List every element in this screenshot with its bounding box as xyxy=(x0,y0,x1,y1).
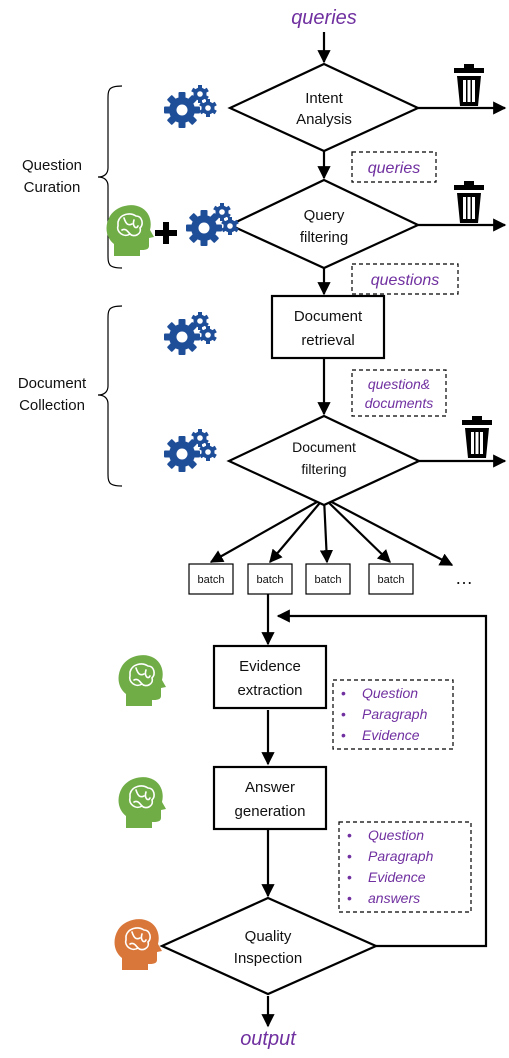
batch-label-4: batch xyxy=(378,574,405,586)
batch-label-3: batch xyxy=(315,574,342,586)
document-filtering-line1: Document xyxy=(292,439,356,455)
question-curation-brace xyxy=(97,85,123,269)
plus-icon xyxy=(155,222,177,244)
evidence-extraction-line2: extraction xyxy=(237,682,302,699)
answer-list: • Question • Paragraph • Evidence • answ… xyxy=(338,821,472,913)
edge-feedback-loop xyxy=(276,609,488,948)
edge-batch-1 xyxy=(209,497,325,563)
human-brain-icon xyxy=(113,918,163,971)
batch-row: batch batch batch batch … xyxy=(188,563,473,595)
document-retrieval-line2: retrieval xyxy=(301,332,354,349)
intent-analysis-node: Intent Analysis xyxy=(227,62,421,153)
answer-list-item-4: answers xyxy=(368,890,420,906)
answer-list-item-1: Question xyxy=(368,827,424,843)
edge-label-question-documents-line1: question& xyxy=(368,376,430,392)
answer-list-item-3: Evidence xyxy=(368,869,426,885)
document-collection-label-line2: Collection xyxy=(19,397,85,414)
answer-generation-line2: generation xyxy=(235,803,306,820)
svg-text:•: • xyxy=(347,827,352,843)
query-filtering-node: Query filtering xyxy=(227,178,421,270)
document-filtering-node: Document filtering xyxy=(226,414,422,507)
answer-list-item-2: Paragraph xyxy=(368,848,434,864)
edge-batch-2 xyxy=(269,497,325,564)
quality-inspection-line1: Quality xyxy=(245,928,292,945)
edge-label-questions-text: questions xyxy=(371,272,440,289)
quality-inspection-line2: Inspection xyxy=(234,950,302,967)
svg-text:•: • xyxy=(347,890,352,906)
edge-label-questions: questions xyxy=(351,263,459,295)
document-collection-brace xyxy=(97,305,123,487)
document-retrieval-node: Document retrieval xyxy=(270,294,386,360)
document-filtering-line2: filtering xyxy=(301,461,346,477)
svg-text:•: • xyxy=(341,706,346,722)
svg-text:•: • xyxy=(347,848,352,864)
answer-generation-line1: Answer xyxy=(245,779,295,796)
batch-more: … xyxy=(455,568,473,588)
input-label: queries xyxy=(291,7,357,29)
intent-analysis-line2: Analysis xyxy=(296,111,352,128)
edge-label-queries: queries xyxy=(351,151,437,183)
evidence-extraction-line1: Evidence xyxy=(239,658,301,675)
edge-label-question-documents-line2: documents xyxy=(365,395,433,411)
answer-generation-node: Answer generation xyxy=(212,765,328,831)
query-filtering-line1: Query xyxy=(304,207,345,224)
gears-icon xyxy=(164,312,217,355)
evidence-list: • Question • Paragraph • Evidence xyxy=(332,679,454,750)
evidence-list-item-3: Evidence xyxy=(362,727,420,743)
trash-icon xyxy=(454,181,484,223)
svg-text:•: • xyxy=(341,727,346,743)
question-curation-label-line2: Curation xyxy=(24,179,81,196)
document-collection-label-line1: Document xyxy=(18,375,87,392)
batch-box-4 xyxy=(368,563,414,595)
human-brain-icon xyxy=(117,654,167,707)
trash-icon xyxy=(462,416,492,458)
evidence-extraction-node: Evidence extraction xyxy=(212,644,328,710)
edge-label-queries-text: queries xyxy=(368,160,420,177)
batch-label-1: batch xyxy=(198,574,225,586)
batch-box-1 xyxy=(188,563,234,595)
evidence-list-item-1: Question xyxy=(362,685,418,701)
batch-box-2 xyxy=(247,563,293,595)
output-label: output xyxy=(240,1028,297,1050)
batch-box-3 xyxy=(305,563,351,595)
edge-label-question-documents: question& documents xyxy=(351,369,447,417)
question-curation-label-line1: Question xyxy=(22,157,82,174)
batch-label-2: batch xyxy=(257,574,284,586)
gears-icon xyxy=(164,85,217,128)
edge-batch-3 xyxy=(319,497,334,564)
gears-icon xyxy=(186,203,239,246)
query-filtering-line2: filtering xyxy=(300,229,348,246)
human-brain-icon xyxy=(105,204,155,257)
trash-icon xyxy=(454,64,484,106)
evidence-list-item-2: Paragraph xyxy=(362,706,428,722)
edge-batch-more xyxy=(323,497,454,566)
gears-icon xyxy=(164,429,217,472)
quality-inspection-node: Quality Inspection xyxy=(159,896,379,996)
svg-text:•: • xyxy=(347,869,352,885)
svg-text:•: • xyxy=(341,685,346,701)
human-brain-icon xyxy=(117,776,167,829)
intent-analysis-line1: Intent xyxy=(305,90,343,107)
edge-batch-4 xyxy=(323,497,391,563)
document-retrieval-line1: Document xyxy=(294,308,363,325)
